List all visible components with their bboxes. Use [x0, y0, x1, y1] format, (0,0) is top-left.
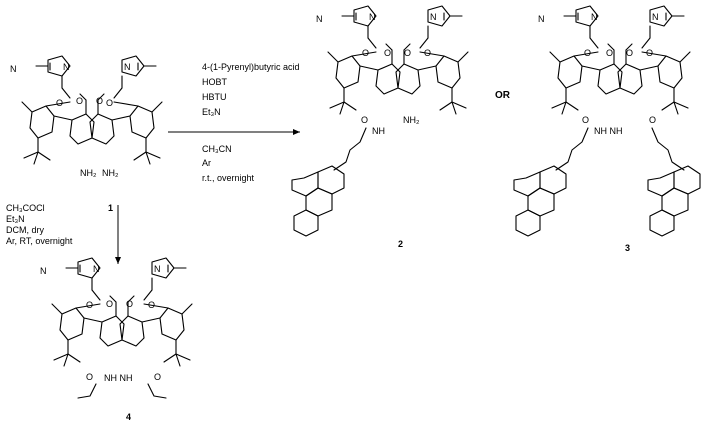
methoxy-o-label: O	[626, 48, 633, 58]
imidazole-n-label: N	[63, 62, 70, 72]
ether-o-label: O	[424, 48, 431, 58]
pyrene-group	[647, 165, 701, 237]
methyl-n-label: N	[10, 64, 17, 74]
amine-label: NH₂	[80, 168, 97, 178]
amide-o-label: O	[582, 115, 589, 125]
compound-1-structure: N N N O O O O NH₂ NH₂	[10, 55, 163, 178]
ether-o-label: O	[646, 48, 653, 58]
imidazole-n-label: N	[93, 264, 100, 274]
condition-line: Et₃N	[6, 214, 25, 224]
ether-o-label: O	[86, 300, 93, 310]
methyl-n-label: N	[538, 14, 545, 24]
methyl-n-label: N	[316, 14, 323, 24]
acetamide-o-label: O	[86, 372, 93, 382]
condition-line: r.t., overnight	[202, 173, 255, 183]
acetamide-o-label: O	[154, 372, 161, 382]
methoxy-o-label: O	[606, 48, 613, 58]
pyrene-group	[291, 165, 345, 237]
compound-3-number: 3	[625, 243, 630, 253]
amide-o-label: O	[649, 115, 656, 125]
compound-2-structure: N N N O O O O O NH NH₂	[291, 5, 469, 237]
methoxy-o-label: O	[384, 48, 391, 58]
amine-label: NH₂	[102, 168, 119, 178]
ether-o-label: O	[56, 98, 63, 108]
imidazole-n-label: N	[124, 62, 131, 72]
condition-line: CH₃CN	[202, 144, 232, 154]
imidazole-n-label: N	[430, 12, 437, 22]
methoxy-o-label: O	[106, 299, 113, 309]
ether-o-label: O	[148, 300, 155, 310]
condition-line: Ar, RT, overnight	[6, 236, 73, 246]
condition-line: HOBT	[202, 77, 228, 87]
imidazole-n-label: N	[652, 12, 659, 22]
methoxy-o-label: O	[126, 299, 133, 309]
methyl-n-label: N	[40, 266, 47, 276]
ether-o-label: O	[584, 48, 591, 58]
amide-nh-label: NH NH	[594, 126, 623, 136]
imidazole-n-label: N	[369, 12, 376, 22]
compound-1-number: 1	[108, 203, 113, 213]
imidazole-n-label: N	[154, 264, 161, 274]
ether-o-label: O	[106, 98, 113, 108]
compound-4-number: 4	[126, 412, 131, 422]
amide-nh-label: NH	[372, 126, 385, 136]
or-label: OR	[495, 90, 511, 101]
conditions-down-arrow: CH₃COCl Et₃N DCM, dry Ar, RT, overnight	[6, 203, 73, 246]
condition-line: DCM, dry	[6, 225, 44, 235]
conditions-below-arrow: CH₃CN Ar r.t., overnight	[202, 144, 255, 183]
imidazole-n-label: N	[591, 12, 598, 22]
condition-line: HBTU	[202, 92, 227, 102]
compound-4-structure: N N N O O O O O NH NH O	[40, 257, 193, 399]
methoxy-o-label: O	[76, 96, 83, 106]
amide-o-label: O	[361, 115, 368, 125]
amine-label: NH₂	[403, 115, 420, 125]
condition-line: 4-(1-Pyrenyl)butyric acid	[202, 62, 300, 72]
condition-line: CH₃COCl	[6, 203, 45, 213]
ether-o-label: O	[362, 48, 369, 58]
compound-2-number: 2	[398, 239, 403, 249]
acetamide-nh-label: NH NH	[104, 373, 133, 383]
pyrene-group	[513, 165, 567, 237]
conditions-above-arrow: 4-(1-Pyrenyl)butyric acid HOBT HBTU Et₃N	[202, 62, 300, 117]
methoxy-o-label: O	[96, 96, 103, 106]
condition-line: Ar	[202, 158, 211, 168]
methoxy-o-label: O	[404, 48, 411, 58]
condition-line: Et₃N	[202, 107, 221, 117]
compound-3-structure: N N N O O O O O NH NH O	[513, 5, 701, 237]
